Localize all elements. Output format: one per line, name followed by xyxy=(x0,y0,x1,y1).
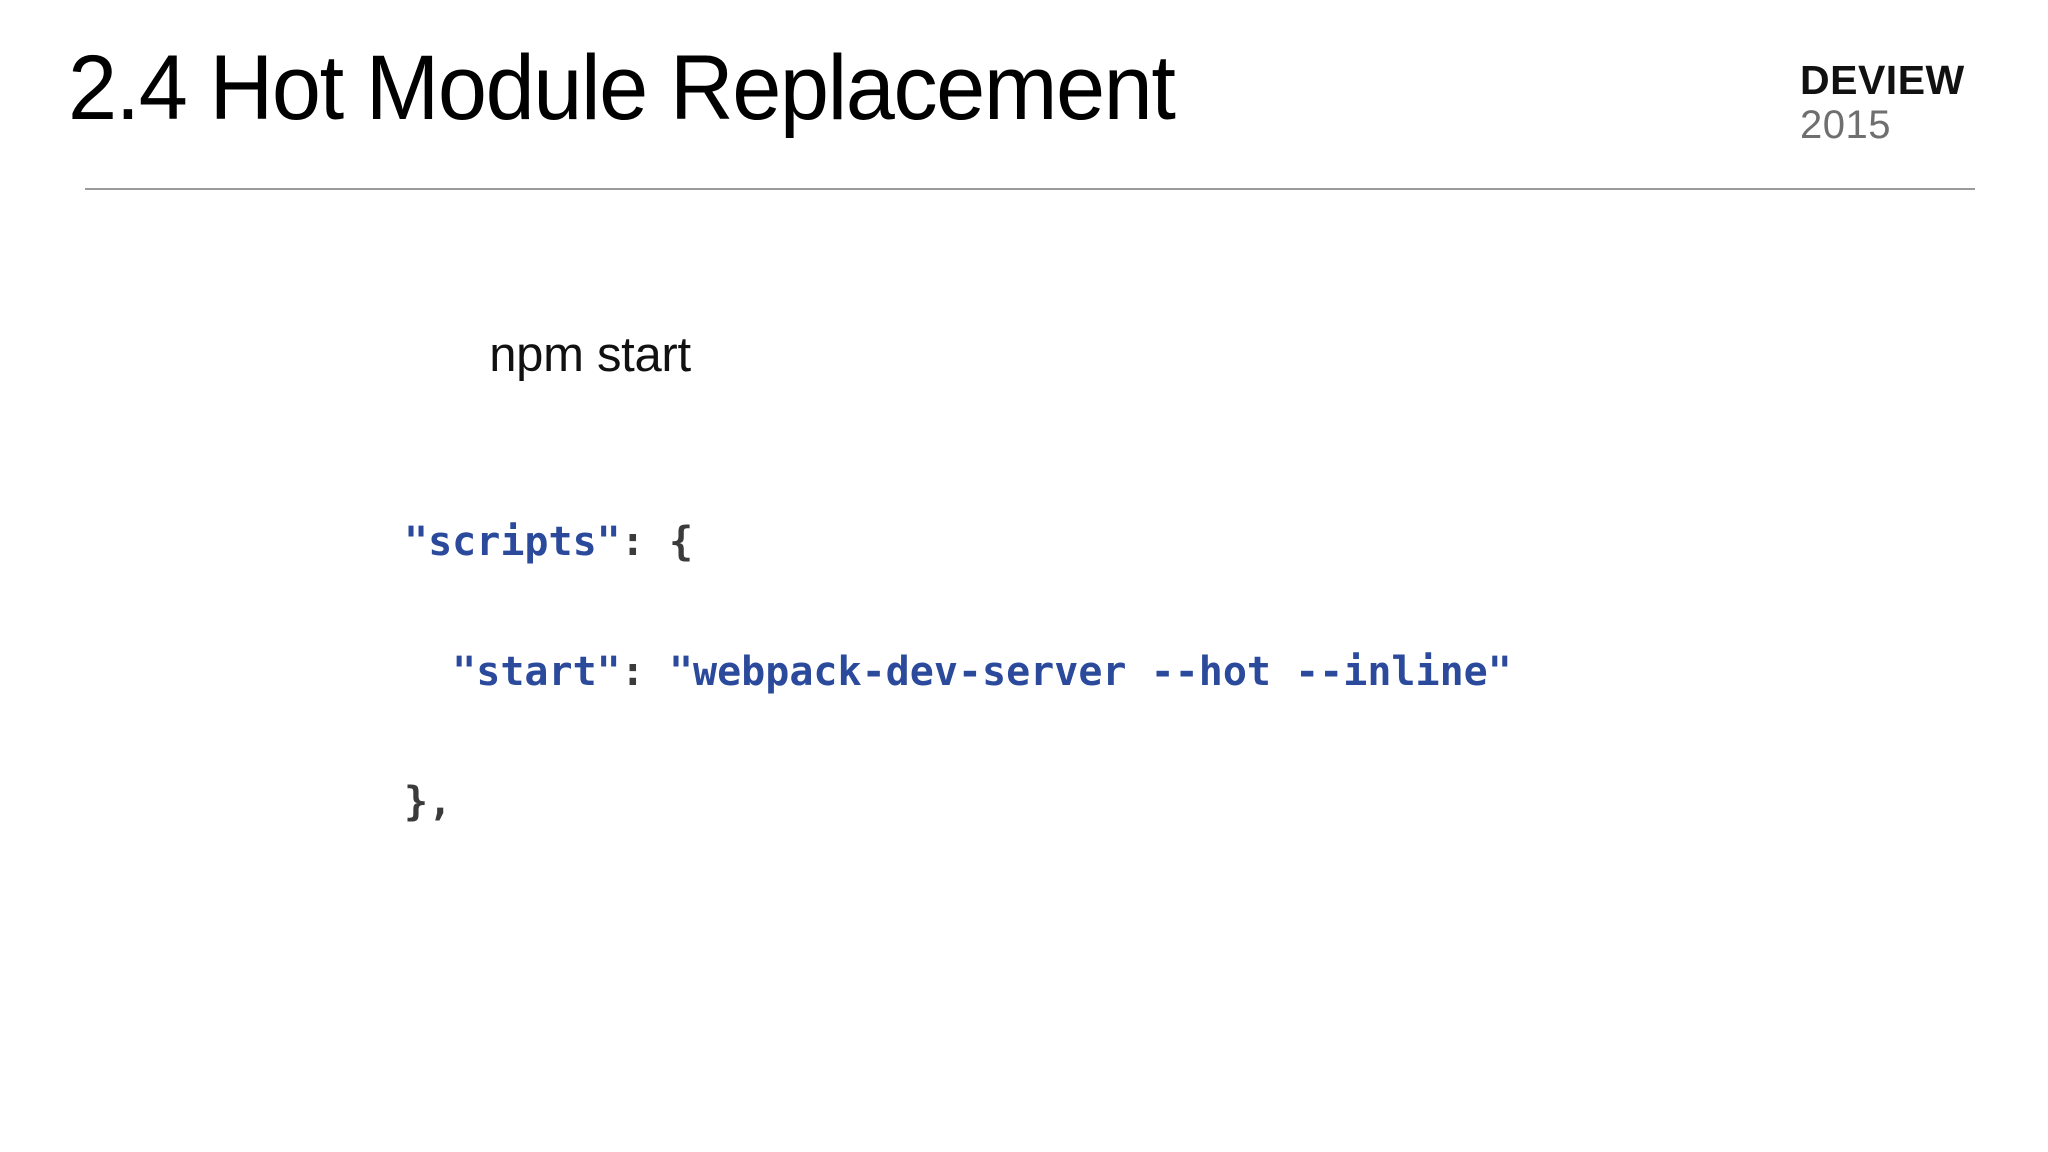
brand-name: DEVIEW xyxy=(1800,57,1965,103)
code-token-string: "start" xyxy=(452,649,621,695)
code-indent xyxy=(404,649,452,695)
code-token-punct: , xyxy=(428,779,453,825)
code-token-string: "webpack-dev-server --hot --inline" xyxy=(668,649,1512,695)
page-title: 2.4 Hot Module Replacement xyxy=(68,37,1176,139)
code-token-punct: } xyxy=(404,779,429,825)
code-token-punct: : xyxy=(620,649,645,695)
code-token-punct: : xyxy=(620,519,645,565)
code-block: "scripts": { "start": "webpack-dev-serve… xyxy=(404,510,1512,835)
brand-year: 2015 xyxy=(1800,103,1891,147)
code-token-plain xyxy=(645,519,669,565)
slide-header: 2.4 Hot Module Replacement DEVIEW 2015 xyxy=(0,0,2048,200)
code-token-string: "scripts" xyxy=(404,519,621,565)
code-line: }, xyxy=(404,770,1512,835)
header-divider xyxy=(85,188,1975,190)
code-line: "start": "webpack-dev-server --hot --inl… xyxy=(404,640,1512,705)
code-token-plain xyxy=(645,649,669,695)
deview-logo: DEVIEW 2015 xyxy=(1800,57,1990,147)
command-caption: npm start xyxy=(489,328,691,382)
code-token-punct: { xyxy=(668,519,694,565)
slide-body: npm start "scripts": { "start": "webpack… xyxy=(0,200,2048,1152)
code-line: "scripts": { xyxy=(404,510,1512,575)
